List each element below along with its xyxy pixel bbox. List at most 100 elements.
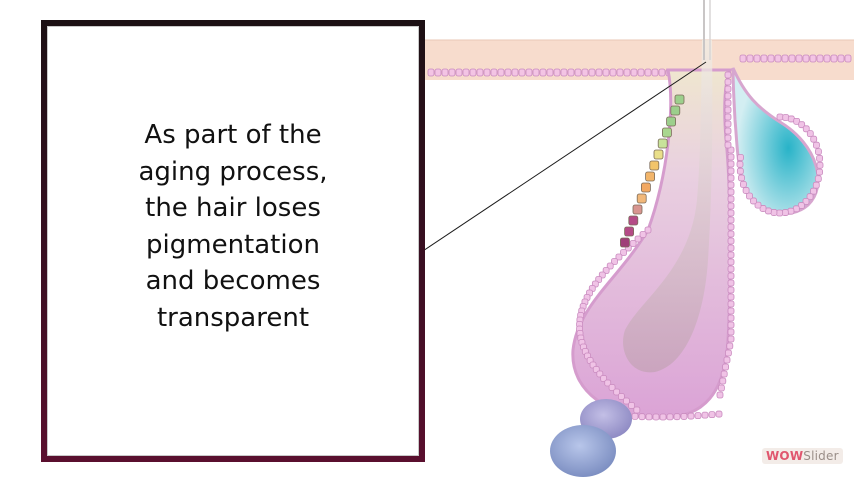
cell: [629, 240, 637, 247]
cell: [727, 265, 735, 273]
cell: [724, 106, 732, 114]
cell: [645, 413, 653, 421]
epidermis-cell-row: [427, 54, 852, 77]
cell: [525, 68, 533, 77]
cell: [662, 127, 672, 138]
cell: [427, 68, 435, 77]
cell: [723, 356, 731, 364]
cell: [613, 388, 621, 396]
cell: [738, 174, 745, 182]
cell: [727, 286, 735, 294]
cell: [644, 68, 652, 77]
cell: [511, 68, 519, 77]
gland-cell-layer: [736, 113, 824, 217]
cell: [608, 384, 616, 391]
cell: [722, 363, 729, 371]
cell: [727, 307, 735, 315]
cell: [727, 181, 735, 189]
cell: [609, 68, 617, 77]
cell: [727, 237, 735, 245]
cell: [760, 54, 768, 63]
cell: [546, 68, 554, 77]
cell: [727, 216, 735, 224]
cell: [636, 193, 647, 204]
cell: [518, 68, 526, 77]
caption-frame: As part of the aging process, the hair l…: [41, 20, 425, 462]
cell: [497, 68, 505, 77]
cell: [628, 215, 639, 226]
cell: [595, 68, 603, 77]
cell: [659, 413, 667, 421]
cell: [639, 231, 647, 238]
caption-text: As part of the aging process, the hair l…: [138, 120, 328, 333]
cell: [736, 160, 744, 168]
cell: [830, 54, 838, 63]
cell: [553, 68, 561, 77]
cell: [727, 153, 735, 161]
cell: [504, 68, 512, 77]
cell: [809, 54, 817, 63]
cell: [727, 209, 735, 217]
cell: [795, 54, 803, 63]
cell: [727, 328, 735, 336]
cell: [727, 167, 735, 175]
wowslider-watermark[interactable]: WOWSlider: [762, 448, 843, 464]
cell: [806, 193, 814, 201]
cell: [634, 235, 642, 243]
cell: [620, 249, 627, 256]
cell: [724, 85, 732, 93]
cell: [823, 54, 831, 63]
caption-box: As part of the aging process, the hair l…: [47, 26, 419, 456]
cell: [727, 258, 735, 266]
cell: [476, 68, 484, 77]
cell: [802, 54, 810, 63]
cell: [701, 411, 709, 419]
cell: [816, 161, 824, 169]
cell: [448, 68, 456, 77]
cell: [630, 68, 638, 77]
cell: [588, 68, 596, 77]
cell: [753, 54, 761, 63]
melanocyte-column: [620, 94, 685, 248]
cell: [624, 226, 634, 237]
cell: [770, 209, 778, 216]
cell: [776, 113, 784, 121]
cell: [666, 413, 674, 421]
cell: [767, 54, 775, 63]
cell: [631, 412, 639, 420]
cell: [746, 54, 754, 63]
cell: [649, 160, 660, 171]
cell: [618, 393, 625, 400]
cell: [606, 262, 614, 270]
cell: [802, 125, 810, 133]
cell: [687, 412, 695, 420]
cell: [600, 375, 608, 382]
cell: [680, 413, 688, 420]
cell: [810, 187, 817, 195]
cell: [788, 54, 796, 63]
cell: [837, 54, 845, 63]
cell: [434, 68, 442, 77]
cell: [708, 411, 716, 419]
cell: [483, 68, 491, 77]
cell: [611, 258, 618, 265]
cell: [532, 68, 540, 77]
cell: [725, 349, 732, 357]
hair-shaft: [623, 40, 713, 373]
cell: [718, 384, 725, 392]
cell: [645, 171, 655, 182]
cell: [657, 138, 668, 149]
cell: [623, 68, 631, 77]
cell: [628, 402, 635, 409]
cell: [455, 68, 463, 77]
cell: [814, 175, 822, 183]
cell: [724, 78, 732, 86]
cell: [651, 68, 659, 77]
cell: [844, 54, 852, 63]
cell: [724, 134, 732, 142]
cell: [727, 195, 735, 203]
cell: [615, 253, 623, 261]
cell: [754, 201, 762, 209]
cell: [644, 226, 652, 234]
